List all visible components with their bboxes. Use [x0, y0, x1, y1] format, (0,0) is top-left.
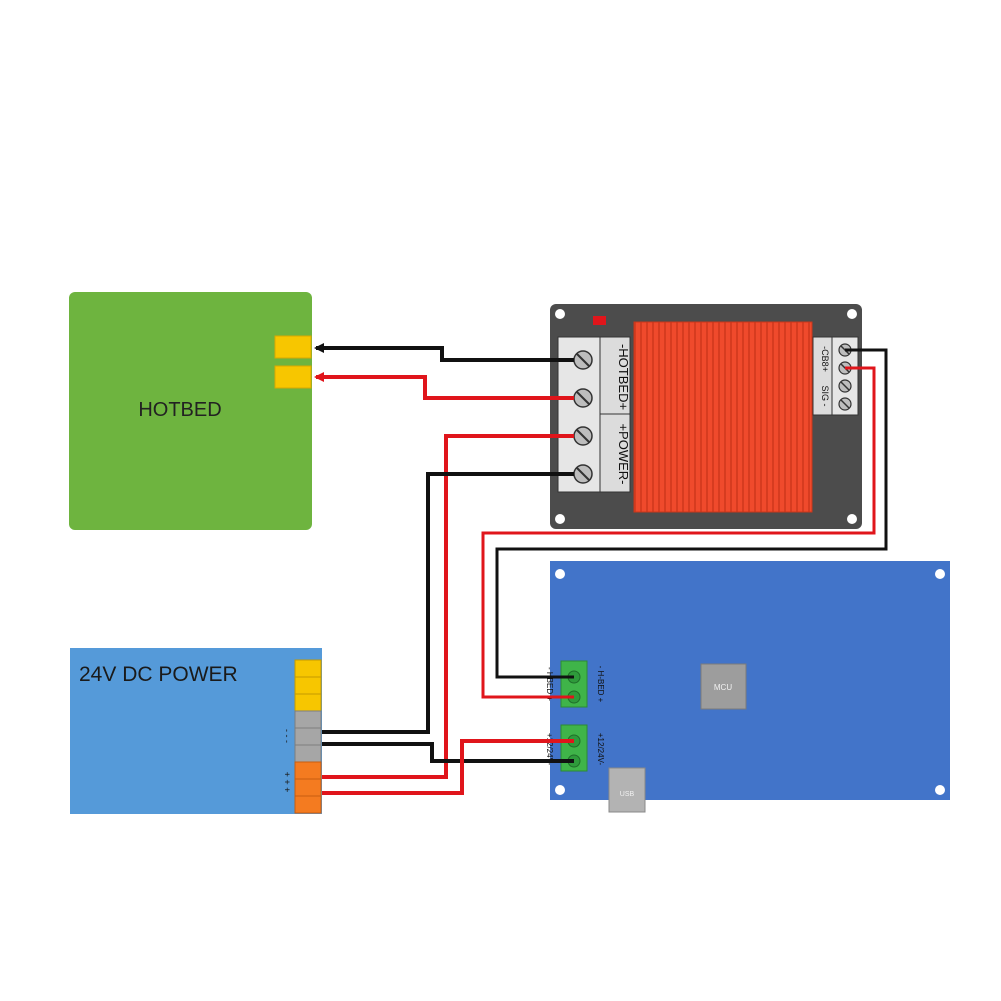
mount-hole	[847, 309, 857, 319]
wire-hotbed-negative	[314, 343, 574, 362]
terminal-screw	[573, 464, 593, 484]
wire-controller-power-positive	[322, 739, 574, 795]
hotbed-pad-positive	[274, 365, 312, 389]
usb-port	[608, 767, 646, 813]
wire-controller-power-negative	[322, 742, 574, 763]
hotbed-pad-negative	[274, 335, 312, 359]
mosfet-hotbed-label: -HOTBED+	[616, 344, 631, 410]
controller-board: MCU USB - HBED + - H-BED + +12/24V- +12/…	[545, 561, 950, 813]
psu-terminal-orange-1	[294, 761, 322, 780]
controller-body	[550, 561, 950, 800]
power-supply-label: 24V DC POWER	[79, 663, 238, 686]
terminal-screw	[573, 350, 593, 370]
psu-terminal-yellow-3	[294, 693, 322, 712]
heatsink	[633, 321, 813, 513]
psu-terminal-gray-1	[294, 710, 322, 729]
mosfet-power-label: +POWER-	[616, 423, 631, 484]
signal-bottom-label: SIG -	[820, 385, 830, 406]
terminal-screw	[573, 426, 593, 446]
mcu-chip	[700, 663, 747, 710]
psu-terminal-gray-3	[294, 744, 322, 763]
mount-hole	[555, 785, 565, 795]
mcu-label: MCU	[714, 683, 732, 692]
signal-top-label: -CB8+	[820, 346, 830, 372]
mount-hole	[555, 514, 565, 524]
power-supply-body	[70, 648, 322, 814]
wire-signal-positive	[481, 366, 876, 699]
power-label-left: +12/24V-	[545, 733, 554, 766]
mosfet-module: -HOTBED+ +POWER- -CB8+ SIG -	[550, 304, 862, 529]
hotbed-label: HOTBED	[138, 399, 221, 421]
hbed-label-left: - HBED +	[545, 667, 554, 701]
usb-label: USB	[620, 791, 635, 798]
psu-terminal-gray-2	[294, 727, 322, 746]
terminal-screw	[573, 388, 593, 408]
wire-mosfet-power-negative	[322, 472, 574, 734]
mount-hole	[935, 785, 945, 795]
signal-screw	[838, 379, 852, 393]
psu-terminal-yellow-2	[294, 676, 322, 695]
psu-terminal-yellow-1	[294, 659, 322, 678]
psu-terminal-orange-3	[294, 795, 322, 814]
psu-plus-marks: + + +	[282, 772, 292, 793]
wire-hotbed-positive	[314, 372, 574, 400]
mount-hole	[935, 569, 945, 579]
power-supply: 24V DC POWER - - - + + +	[70, 648, 322, 814]
mount-hole	[847, 514, 857, 524]
psu-terminal-orange-2	[294, 778, 322, 797]
hbed-label-right: - H-BED +	[596, 666, 605, 703]
mount-hole	[555, 309, 565, 319]
wire-mosfet-power-positive	[322, 434, 574, 779]
wire-signal-negative	[495, 348, 888, 679]
psu-minus-marks: - - -	[282, 729, 292, 743]
led-indicator	[593, 316, 606, 325]
wires	[314, 343, 888, 795]
signal-screw	[838, 397, 852, 411]
hotbed-body	[69, 292, 312, 530]
mount-hole	[555, 569, 565, 579]
hotbed: HOTBED	[69, 292, 312, 530]
power-label-right: +12/24V-	[596, 733, 605, 766]
